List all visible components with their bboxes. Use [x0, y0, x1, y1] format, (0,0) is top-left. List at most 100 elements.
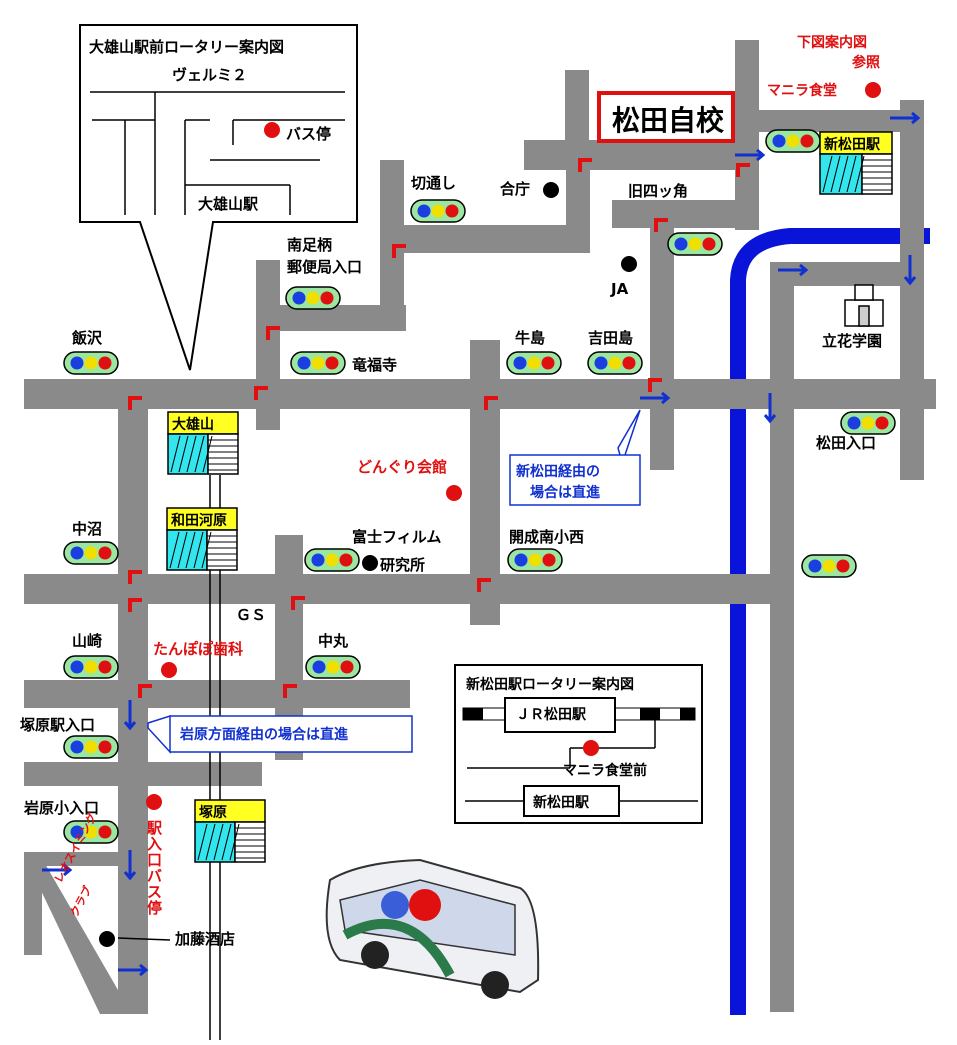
traffic-signal	[63, 735, 119, 759]
intersection-label: 牛島	[515, 329, 546, 347]
traffic-signal	[63, 820, 119, 844]
turn-mark	[654, 218, 668, 232]
traffic-signal	[305, 655, 361, 679]
callout-shinmatsuda	[509, 409, 641, 506]
traffic-signal	[667, 232, 723, 256]
intersection-label: 中丸	[318, 632, 349, 650]
traffic-signal	[765, 129, 821, 153]
station-icon	[166, 507, 238, 571]
turn-mark	[578, 158, 592, 172]
traffic-signal	[587, 351, 643, 375]
intersection-label: 竜福寺	[352, 356, 398, 374]
direction-arrow	[640, 391, 671, 405]
station-label: 塚原	[199, 805, 227, 821]
turn-mark	[648, 378, 662, 392]
direction-arrow	[42, 863, 73, 877]
label-busstop-vertical: 駅入口バス停	[147, 819, 163, 917]
direction-arrow	[118, 963, 149, 977]
traffic-signal	[507, 548, 563, 572]
inset-sm-jr: ＪＲ松田駅	[516, 707, 586, 723]
station-label: 和田河原	[171, 513, 227, 529]
inset-sm-title: 新松田駅ロータリー案内図	[466, 677, 634, 693]
direction-arrow	[778, 263, 809, 277]
school-icon	[844, 284, 884, 327]
turn-mark	[291, 596, 305, 610]
note-line-1: 下図案内図	[797, 35, 867, 51]
traffic-signal	[840, 411, 896, 435]
intersection-label: 岩原小入口	[24, 799, 100, 817]
station-label: 新松田駅	[824, 137, 880, 153]
turn-mark	[283, 684, 297, 698]
callout-sm-1: 新松田経由の	[516, 464, 600, 480]
black-points	[99, 182, 637, 947]
intersection-label: 山崎	[72, 632, 103, 650]
turn-marks	[42, 111, 921, 977]
intersection-label: 南足柄	[287, 236, 333, 254]
direction-arrow	[903, 255, 917, 286]
traffic-signal	[506, 351, 562, 375]
inset-oyama-station: 大雄山駅	[198, 195, 259, 213]
bus-illustration	[325, 858, 540, 999]
traffic-signal	[801, 554, 857, 578]
callout-sm-2: 場合は直進	[530, 485, 600, 501]
intersection-label: 吉田島	[588, 329, 634, 347]
turn-mark	[128, 570, 142, 584]
traffic-signal	[63, 655, 119, 679]
label-kato: 加藤酒店	[175, 930, 236, 948]
inset-sm-station: 新松田駅	[533, 795, 589, 811]
page-title: 松田自校	[612, 104, 725, 137]
river	[730, 228, 930, 1015]
label-kyuyotsukado: 旧四ッ角	[628, 182, 689, 200]
turn-mark	[477, 578, 491, 592]
callout-iwahara-text: 岩原方面経由の場合は直進	[180, 727, 348, 743]
intersection-label: 開成南小西	[509, 528, 585, 546]
direction-arrow	[123, 700, 137, 731]
traffic-signal	[410, 199, 466, 223]
turn-mark	[254, 386, 268, 400]
traffic-signal	[63, 351, 119, 375]
turn-mark	[484, 396, 498, 410]
label-tanpopo: たんぽぽ歯科	[153, 640, 244, 658]
signals	[63, 129, 896, 844]
inset-sm-bus: マニラ食堂前	[563, 763, 647, 779]
turn-mark	[138, 684, 152, 698]
intersection-label: 郵便局入口	[287, 258, 363, 276]
station-icon	[167, 411, 239, 475]
direction-arrow	[890, 111, 921, 125]
title-box	[597, 91, 735, 143]
direction-arrow	[735, 148, 766, 162]
turn-mark	[128, 396, 142, 410]
turn-mark	[128, 598, 142, 612]
intersection-label: 飯沢	[72, 329, 103, 347]
traffic-signal	[63, 541, 119, 565]
inset-oyama-building: ヴェルミ２	[172, 66, 248, 84]
inset-oyama-busstop: バス停	[286, 125, 332, 143]
label-gs: ＧＳ	[236, 606, 267, 624]
label-fuji-b: 研究所	[380, 556, 426, 574]
turn-mark	[736, 163, 750, 177]
label-goucho: 合庁	[500, 180, 531, 198]
direction-arrow	[763, 393, 777, 424]
station-label: 大雄山	[172, 417, 214, 433]
note-line-2: 参照	[852, 55, 880, 71]
intersection-label: 切通し	[411, 174, 457, 192]
turn-mark	[266, 326, 280, 340]
label-donguri: どんぐり会館	[357, 458, 448, 476]
inset-oyama	[79, 24, 358, 371]
intersection-label: 松田入口	[816, 434, 877, 452]
red-points	[146, 82, 881, 810]
turn-mark	[392, 244, 406, 258]
intersection-label: 中沼	[72, 520, 103, 538]
station-icon	[194, 799, 266, 863]
traffic-signal	[304, 548, 360, 572]
station-icons	[166, 131, 893, 863]
roads	[24, 40, 936, 1014]
inset-oyama-title: 大雄山駅前ロータリー案内図	[89, 38, 285, 56]
direction-arrow	[123, 850, 137, 881]
label-tachibana: 立花学園	[822, 332, 883, 350]
label-fuji-a: 富士フィルム	[352, 528, 442, 546]
callout-iwahara	[147, 714, 413, 754]
inset-shinmatsuda	[454, 664, 703, 824]
